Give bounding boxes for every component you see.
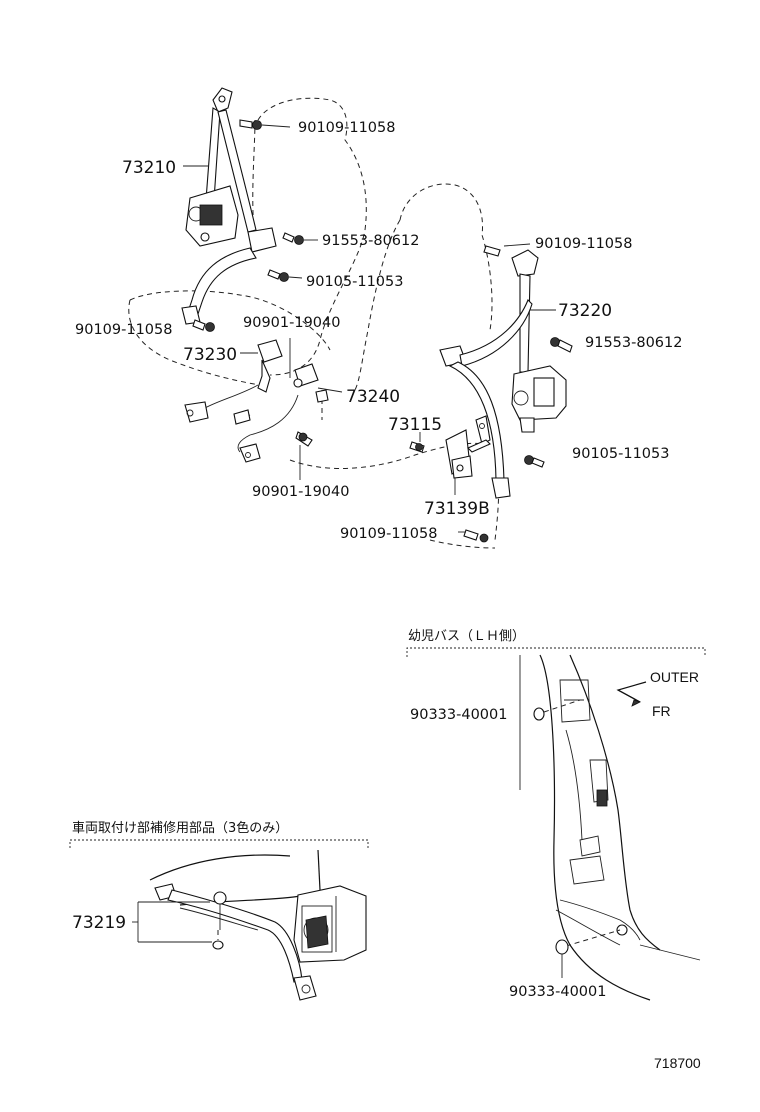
- bolt-73115: [409, 432, 425, 453]
- right-belt-webbing: [439, 299, 533, 499]
- label-90109-11058-a: 90109-11058: [298, 120, 396, 136]
- bolt-90901-b: [295, 431, 313, 480]
- label-91553-80612-b: 91553-80612: [585, 335, 683, 351]
- clip-90333-a: [533, 699, 581, 721]
- label-90109-11058-c: 90109-11058: [535, 236, 633, 252]
- label-90105-11053-a: 90105-11053: [306, 274, 404, 290]
- bolt-91553-a: [282, 232, 318, 245]
- bolt-90109-c: [483, 243, 531, 257]
- direction-outer: OUTER: [650, 669, 699, 685]
- retractor-73210: [181, 87, 277, 325]
- label-90105-11053-b: 90105-11053: [572, 446, 670, 462]
- label-90333-40001-b: 90333-40001: [509, 984, 607, 1000]
- retractor-73220: [511, 249, 567, 433]
- label-91553-80612-a: 91553-80612: [322, 233, 420, 249]
- diagram-id: 718700: [654, 1055, 701, 1071]
- direction-indicator: OUTER FR: [616, 669, 699, 719]
- label-90901-19040-b: 90901-19040: [252, 484, 350, 500]
- label-73219: 73219: [72, 913, 126, 933]
- kindergarten-bus-section: 幼児バス（ＬＨ側）: [406, 629, 706, 1001]
- bolt-90109-a: [239, 119, 291, 130]
- repair-parts-section: 車両取付け部補修用部品（3色のみ）: [69, 820, 369, 1001]
- label-73219-bracket: [132, 901, 212, 943]
- left-seat-outline: [128, 97, 367, 386]
- label-90333-40001-a: 90333-40001: [410, 707, 508, 723]
- label-73230: 73230: [183, 345, 237, 365]
- label-90901-19040-a: 90901-19040: [243, 315, 341, 331]
- label-90109-11058-d: 90109-11058: [340, 526, 438, 542]
- bolt-90109-b: [192, 319, 215, 332]
- bolt-90109-d: [458, 529, 489, 543]
- bolt-91553-b: [550, 337, 573, 353]
- bolt-90105-b: [524, 455, 545, 468]
- buckle-73115: [445, 415, 491, 495]
- clip-90333-b: [555, 939, 569, 978]
- buckle-73230: [184, 339, 283, 423]
- label-73240: 73240: [346, 387, 400, 407]
- bolt-90105-a: [267, 269, 303, 282]
- buckle-73240: [233, 338, 343, 463]
- label-73139B: 73139B: [424, 499, 490, 519]
- label-90109-11058-b: 90109-11058: [75, 322, 173, 338]
- label-73220: 73220: [558, 301, 612, 321]
- label-73210: 73210: [122, 158, 176, 178]
- direction-fr: FR: [652, 703, 671, 719]
- section-title-repair-parts: 車両取付け部補修用部品（3色のみ）: [72, 820, 288, 836]
- label-73115: 73115: [388, 415, 442, 435]
- section-title-kindergarten-bus: 幼児バス（ＬＨ側）: [408, 629, 525, 644]
